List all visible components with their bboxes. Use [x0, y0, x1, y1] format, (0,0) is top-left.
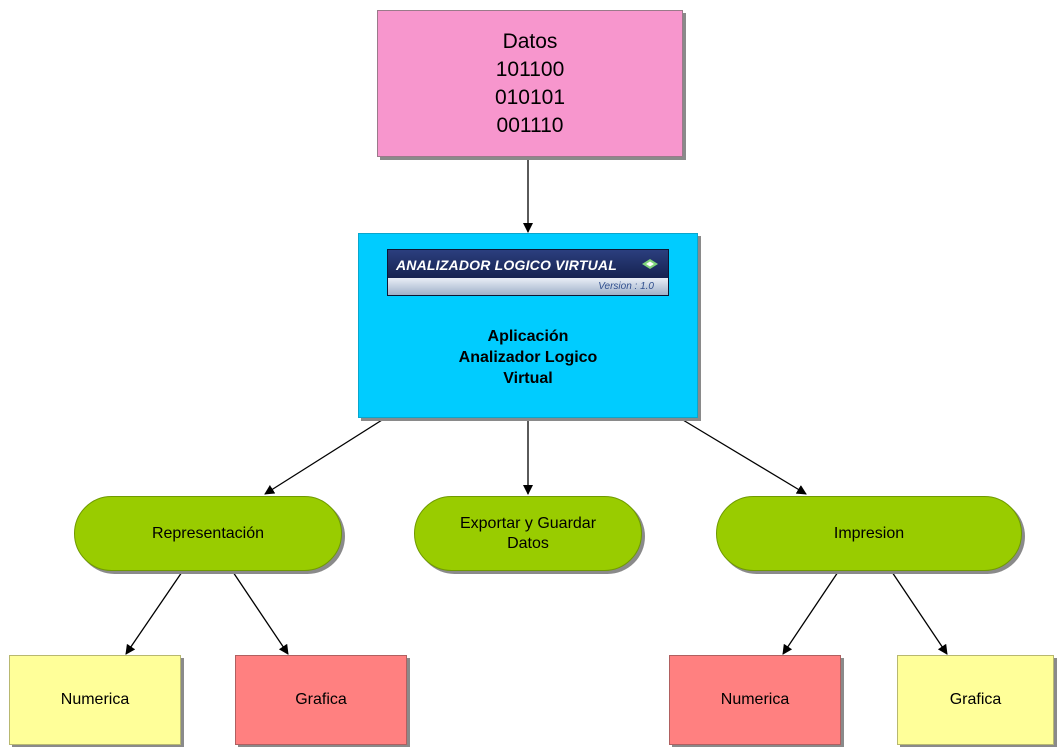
app-label: Aplicación Analizador Logico Virtual: [459, 326, 598, 389]
diamond-icon: [642, 259, 658, 269]
datos-title: Datos: [502, 29, 558, 53]
arrow-app-to-impresion: [682, 419, 807, 495]
datos-line-3: 001110: [496, 113, 564, 137]
representacion-label: Representación: [151, 524, 265, 542]
app-box: ANALIZADOR LOGICO VIRTUAL Version : 1.0 …: [358, 233, 698, 418]
arrow-app-to-representacion: [264, 419, 383, 495]
leaf-label: Numerica: [720, 691, 790, 708]
datos-box: Datos 101100 010101 001110: [377, 10, 683, 157]
app-label-line-2: Analizador Logico: [458, 349, 598, 366]
arrow-impresion-to-grafica: [891, 571, 948, 655]
representacion-node: Representación: [74, 496, 342, 571]
impresion-node: Impresion: [716, 496, 1022, 571]
arrow-representacion-to-grafica: [232, 571, 289, 655]
arrow-impresion-to-numerica: [782, 571, 839, 655]
representacion-grafica-box: Grafica: [235, 655, 407, 745]
impresion-grafica-box: Grafica: [897, 655, 1054, 745]
app-label-line-3: Virtual: [503, 370, 553, 387]
app-label-line-1: Aplicación: [487, 328, 569, 345]
impresion-label: Impresion: [833, 524, 905, 542]
leaf-label: Numerica: [60, 691, 130, 708]
datos-line-2: 010101: [494, 85, 566, 109]
app-logo-banner: ANALIZADOR LOGICO VIRTUAL Version : 1.0: [387, 249, 669, 296]
impresion-numerica-box: Numerica: [669, 655, 841, 745]
representacion-numerica-box: Numerica: [9, 655, 181, 745]
banner-version: Version : 1.0: [598, 281, 654, 292]
exportar-label-line-1: Exportar y Guardar: [459, 514, 597, 532]
arrow-representacion-to-numerica: [125, 571, 183, 655]
exportar-label-line-2: Datos: [507, 534, 549, 552]
datos-line-1: 101100: [495, 57, 565, 81]
banner-title: ANALIZADOR LOGICO VIRTUAL: [396, 256, 617, 273]
leaf-label: Grafica: [295, 691, 347, 708]
leaf-label: Grafica: [949, 691, 1002, 708]
exportar-node: Exportar y Guardar Datos: [414, 496, 642, 571]
